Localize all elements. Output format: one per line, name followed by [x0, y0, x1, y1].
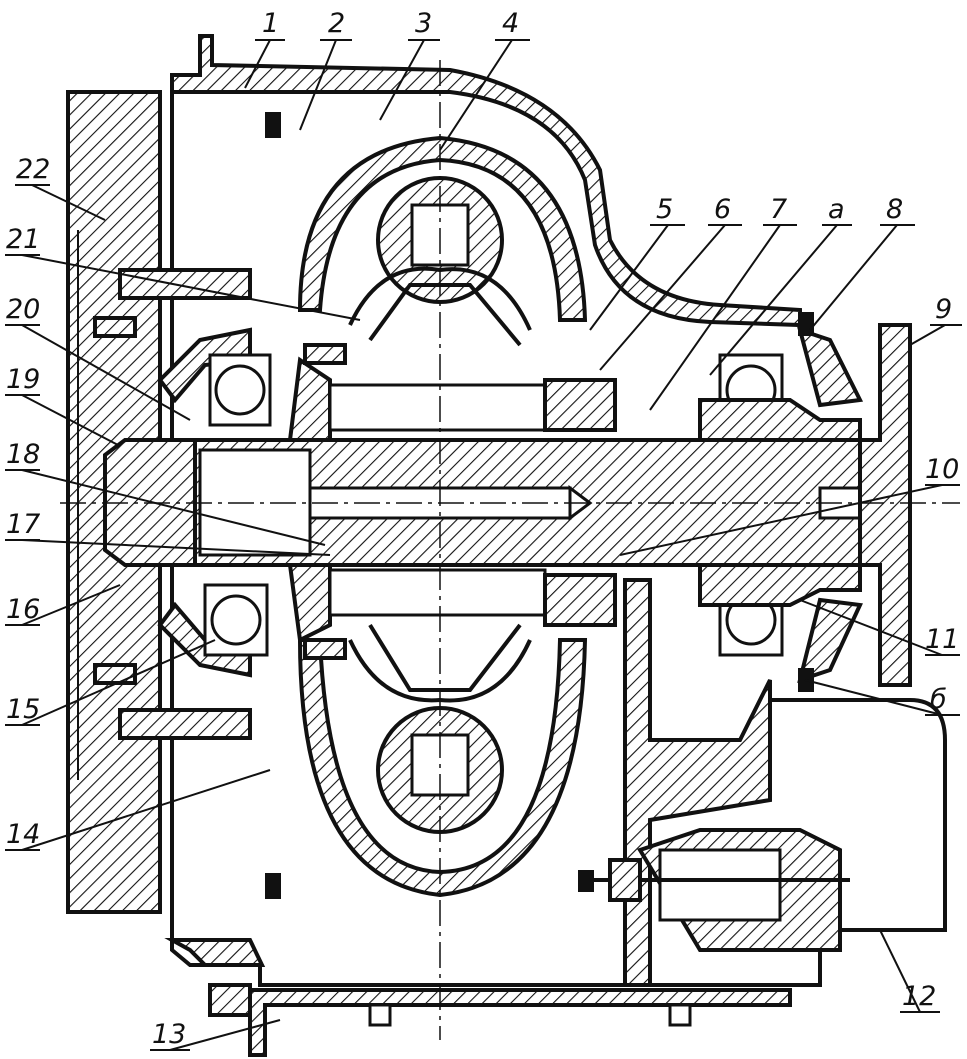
label-15: 15	[6, 694, 40, 725]
label-8: 8	[886, 194, 903, 225]
label-21: 21	[6, 224, 40, 255]
label-12: 12	[902, 981, 936, 1012]
bearing-left-top	[208, 353, 272, 427]
label-14: 14	[6, 819, 40, 850]
label-1: 1	[262, 8, 279, 39]
output-flange-shape	[698, 323, 912, 687]
label-b: б	[930, 684, 947, 715]
label-22: 22	[16, 154, 50, 185]
label-20: 20	[6, 294, 40, 325]
label-6: 6	[714, 194, 731, 225]
torque-converter-torus-bottom	[297, 623, 588, 898]
leader-lines	[5, 39, 962, 1051]
label-3: 3	[415, 8, 432, 39]
label-7: 7	[770, 194, 787, 225]
callout-labels: 1 2 3 4 5 6 7 а 8 9 10 11 б 12 13 14 15 …	[6, 8, 959, 1050]
label-13: 13	[152, 1019, 186, 1050]
label-16: 16	[6, 594, 40, 625]
oil-pan-shape	[248, 988, 792, 1057]
bolts	[93, 112, 814, 899]
label-11: 11	[925, 624, 959, 655]
label-9: 9	[935, 294, 952, 325]
torque-converter-torus-top	[297, 135, 588, 347]
needle-bearings	[328, 378, 617, 627]
label-5: 5	[656, 194, 673, 225]
label-19: 19	[6, 364, 40, 395]
label-2: 2	[328, 8, 345, 39]
label-4: 4	[502, 8, 519, 39]
label-a: а	[828, 194, 845, 225]
label-17: 17	[6, 509, 40, 540]
label-10: 10	[925, 454, 959, 485]
pump-housing-shape	[590, 578, 947, 987]
bearing-left-bottom	[203, 583, 269, 657]
label-18: 18	[6, 439, 40, 470]
